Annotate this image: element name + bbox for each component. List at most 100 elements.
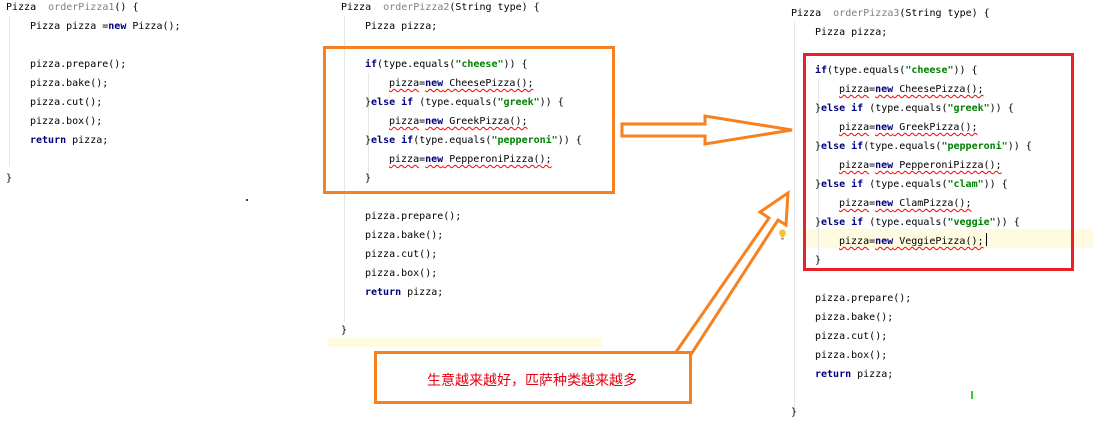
code-line: Pizza pizza; xyxy=(815,27,887,39)
indent-guide xyxy=(794,22,795,412)
code-token: GreekPizza(); xyxy=(893,122,978,133)
code-token: "greek" xyxy=(497,97,540,108)
code-token: "clam" xyxy=(947,179,984,190)
code-line: pizza=new VeggiePizza(); xyxy=(839,236,984,248)
code-token: = xyxy=(869,160,876,171)
code-token: new xyxy=(425,154,444,165)
code-token: } xyxy=(815,217,822,228)
code-token: (type.equals( xyxy=(413,97,498,108)
code-token: } xyxy=(365,135,372,146)
code-token: pizza.cut(); xyxy=(30,97,103,108)
code-token: = xyxy=(419,154,426,165)
code-token: pizza.bake(); xyxy=(815,312,894,323)
code-token: pizza.prepare(); xyxy=(365,211,462,222)
code-token: = xyxy=(869,84,876,95)
code-token: pizza.bake(); xyxy=(365,230,444,241)
code-token: new xyxy=(875,160,894,171)
code-token: PepperoniPizza(); xyxy=(893,160,1002,171)
code-line: pizza.bake(); xyxy=(30,78,108,90)
code-line: Pizza pizza =new Pizza(); xyxy=(30,21,181,33)
code-token: new xyxy=(108,21,127,32)
code-token: pizza.cut(); xyxy=(365,249,438,260)
code-line: pizza.bake(); xyxy=(815,312,893,324)
code-token: (type.equals( xyxy=(377,59,456,70)
code-token: "cheese" xyxy=(455,59,504,70)
code-line: pizza.bake(); xyxy=(365,230,443,242)
method-signature: Pizza orderPizza1() { xyxy=(6,2,138,14)
highlight-box-red xyxy=(803,53,1074,271)
code-token: )) { xyxy=(539,97,564,108)
code-token: } xyxy=(815,255,822,266)
code-line: Pizza pizza; xyxy=(365,21,437,33)
method-signature: Pizza orderPizza2(String type) { xyxy=(341,2,540,14)
code-token: Pizza pizza; xyxy=(365,21,438,32)
code-token: ClamPizza(); xyxy=(893,198,972,209)
code-line: pizza=new GreekPizza(); xyxy=(389,116,528,128)
return-type: Pizza xyxy=(791,8,828,19)
code-token: } xyxy=(341,325,348,336)
code-token: } xyxy=(815,179,822,190)
code-token: pizza; xyxy=(66,135,109,146)
code-token: (type.equals( xyxy=(863,179,948,190)
code-line: }else if(type.equals("pepperoni")) { xyxy=(815,141,1032,153)
code-token: pizza xyxy=(839,236,870,247)
arrow-right-icon xyxy=(620,114,793,146)
code-line: if(type.equals("cheese")) { xyxy=(365,59,528,71)
code-token: pizza xyxy=(389,116,420,127)
code-token: "pepperoni" xyxy=(941,141,1008,152)
current-line-highlight xyxy=(806,229,1094,248)
code-token: PepperoniPizza(); xyxy=(443,154,552,165)
code-token: )) { xyxy=(995,217,1020,228)
method-name: orderPizza1 xyxy=(48,2,115,13)
code-token: )) { xyxy=(989,103,1014,114)
code-token: if xyxy=(365,59,378,70)
code-line: }else if (type.equals("veggie")) { xyxy=(815,217,1020,229)
method-params: (String type) { xyxy=(899,8,990,19)
code-token: pizza.box(); xyxy=(815,350,888,361)
indent-guide xyxy=(368,73,369,178)
code-token: Pizza pizza = xyxy=(30,21,109,32)
code-line: pizza.cut(); xyxy=(815,331,887,343)
code-line: pizza.box(); xyxy=(30,116,102,128)
code-token: else if xyxy=(371,135,414,146)
code-token: pizza xyxy=(839,198,870,209)
code-token: = xyxy=(419,78,426,89)
code-token: = xyxy=(869,122,876,133)
code-token: new xyxy=(425,78,444,89)
code-line: if(type.equals("cheese")) { xyxy=(815,65,978,77)
method-name: orderPizza3 xyxy=(833,8,900,19)
text-caret xyxy=(986,233,987,246)
current-line-highlight xyxy=(328,338,602,347)
code-token: )) { xyxy=(983,179,1008,190)
code-token: )) { xyxy=(953,65,978,76)
code-line: pizza=new PepperoniPizza(); xyxy=(389,154,552,166)
code-line: } xyxy=(6,173,12,185)
code-line: pizza=new CheesePizza(); xyxy=(839,84,984,96)
code-token: pizza; xyxy=(851,369,894,380)
code-token: pizza.box(); xyxy=(30,116,103,127)
code-token: new xyxy=(875,84,894,95)
code-line: pizza.cut(); xyxy=(30,97,102,109)
arrow-up-icon xyxy=(673,190,790,358)
code-token: (type.equals( xyxy=(863,103,948,114)
lightbulb-icon[interactable] xyxy=(779,229,786,241)
code-token: } xyxy=(791,407,798,418)
code-line: return pizza; xyxy=(365,287,443,299)
code-token: = xyxy=(869,198,876,209)
method-signature: Pizza orderPizza3(String type) { xyxy=(791,8,990,20)
code-token: )) { xyxy=(503,59,528,70)
code-line: } xyxy=(791,407,797,419)
code-token: return xyxy=(365,287,402,298)
code-token: "cheese" xyxy=(905,65,954,76)
code-line: pizza.prepare(); xyxy=(30,59,126,71)
code-token: CheesePizza(); xyxy=(443,78,534,89)
code-token: = xyxy=(869,236,876,247)
code-line: pizza.box(); xyxy=(815,350,887,362)
code-token: = xyxy=(419,116,426,127)
stray-dot xyxy=(246,199,248,201)
code-token: (type.equals( xyxy=(863,141,942,152)
return-type: Pizza xyxy=(6,2,43,13)
code-line: pizza.box(); xyxy=(365,268,437,280)
code-token: return xyxy=(30,135,67,146)
code-token: else if xyxy=(821,103,864,114)
